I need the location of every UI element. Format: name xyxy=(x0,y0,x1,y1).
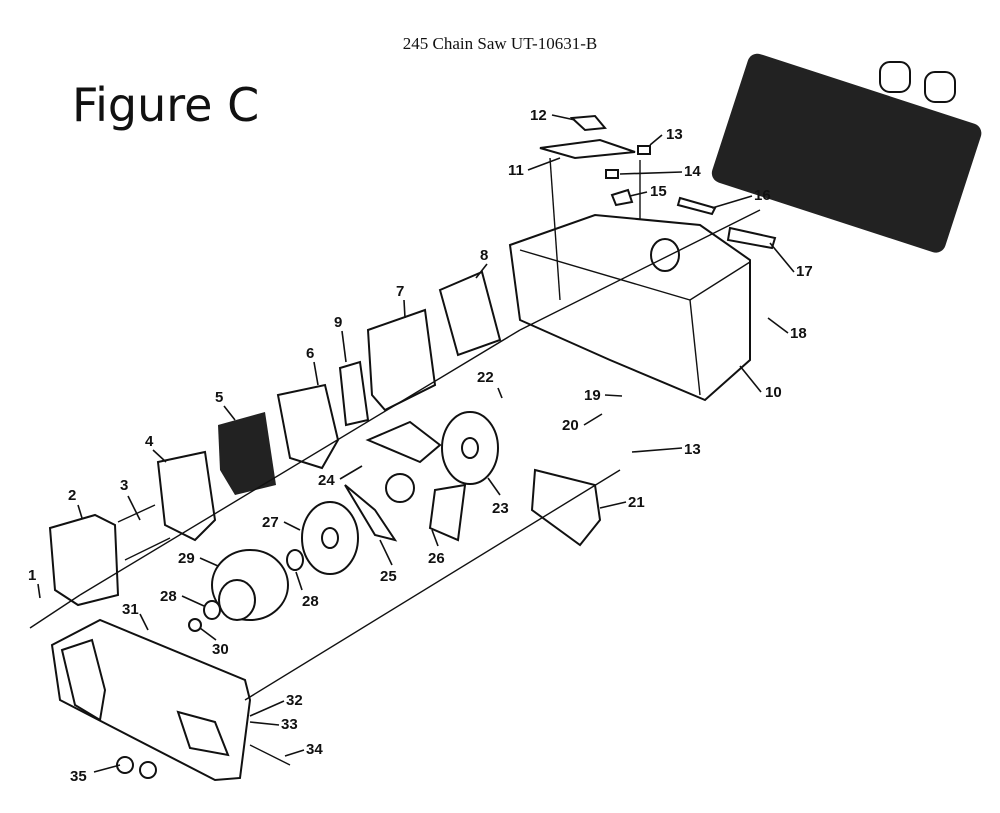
callout-26: 26 xyxy=(428,550,445,567)
callout-labels: 1 2 3 4 5 6 7 8 9 10 11 12 13 14 15 16 1… xyxy=(28,107,813,785)
callout-25: 25 xyxy=(380,568,397,585)
callout-13-top: 13 xyxy=(666,126,683,143)
callout-29: 29 xyxy=(178,550,195,567)
callout-10: 10 xyxy=(765,384,782,401)
callout-23: 23 xyxy=(492,500,509,517)
engine-block xyxy=(711,53,982,253)
callout-32: 32 xyxy=(286,692,303,709)
sprocket-cover xyxy=(50,618,291,782)
figure-label: Figure C xyxy=(72,78,260,132)
callout-21: 21 xyxy=(628,494,645,511)
callout-34: 34 xyxy=(306,741,323,758)
callout-19: 19 xyxy=(584,387,601,404)
leader-lines xyxy=(37,114,795,773)
clutch-assembly xyxy=(188,411,499,632)
callout-22: 22 xyxy=(477,369,494,386)
callout-16: 16 xyxy=(754,187,771,204)
callout-7: 7 xyxy=(396,283,404,300)
filter-stack xyxy=(29,270,502,629)
callout-33: 33 xyxy=(281,716,298,733)
callout-18: 18 xyxy=(790,325,807,342)
callout-14: 14 xyxy=(684,163,701,180)
guide-lines xyxy=(79,157,761,701)
callout-35: 35 xyxy=(70,768,87,785)
callout-8: 8 xyxy=(480,247,488,264)
callout-4: 4 xyxy=(145,433,154,450)
callout-20: 20 xyxy=(562,417,579,434)
callout-2: 2 xyxy=(68,487,76,504)
callout-6: 6 xyxy=(306,345,314,362)
callout-28-left: 28 xyxy=(160,588,177,605)
callout-9: 9 xyxy=(334,314,342,331)
guide-plate xyxy=(530,468,602,547)
callout-24: 24 xyxy=(318,472,335,489)
callout-27: 27 xyxy=(262,514,279,531)
callout-3: 3 xyxy=(120,477,128,494)
callout-1: 1 xyxy=(28,567,36,584)
callout-30: 30 xyxy=(212,641,229,658)
diagram-title: 245 Chain Saw UT-10631-B xyxy=(402,34,598,53)
callout-28-right: 28 xyxy=(302,593,319,610)
callout-11: 11 xyxy=(508,162,524,179)
callout-12: 12 xyxy=(530,107,547,124)
callout-5: 5 xyxy=(215,389,223,406)
callout-31: 31 xyxy=(122,601,139,618)
callout-17: 17 xyxy=(796,263,813,280)
top-small-parts xyxy=(539,114,777,250)
callout-13-bottom: 13 xyxy=(684,441,701,458)
crankcase-housing xyxy=(508,213,751,402)
callout-15: 15 xyxy=(650,183,667,200)
